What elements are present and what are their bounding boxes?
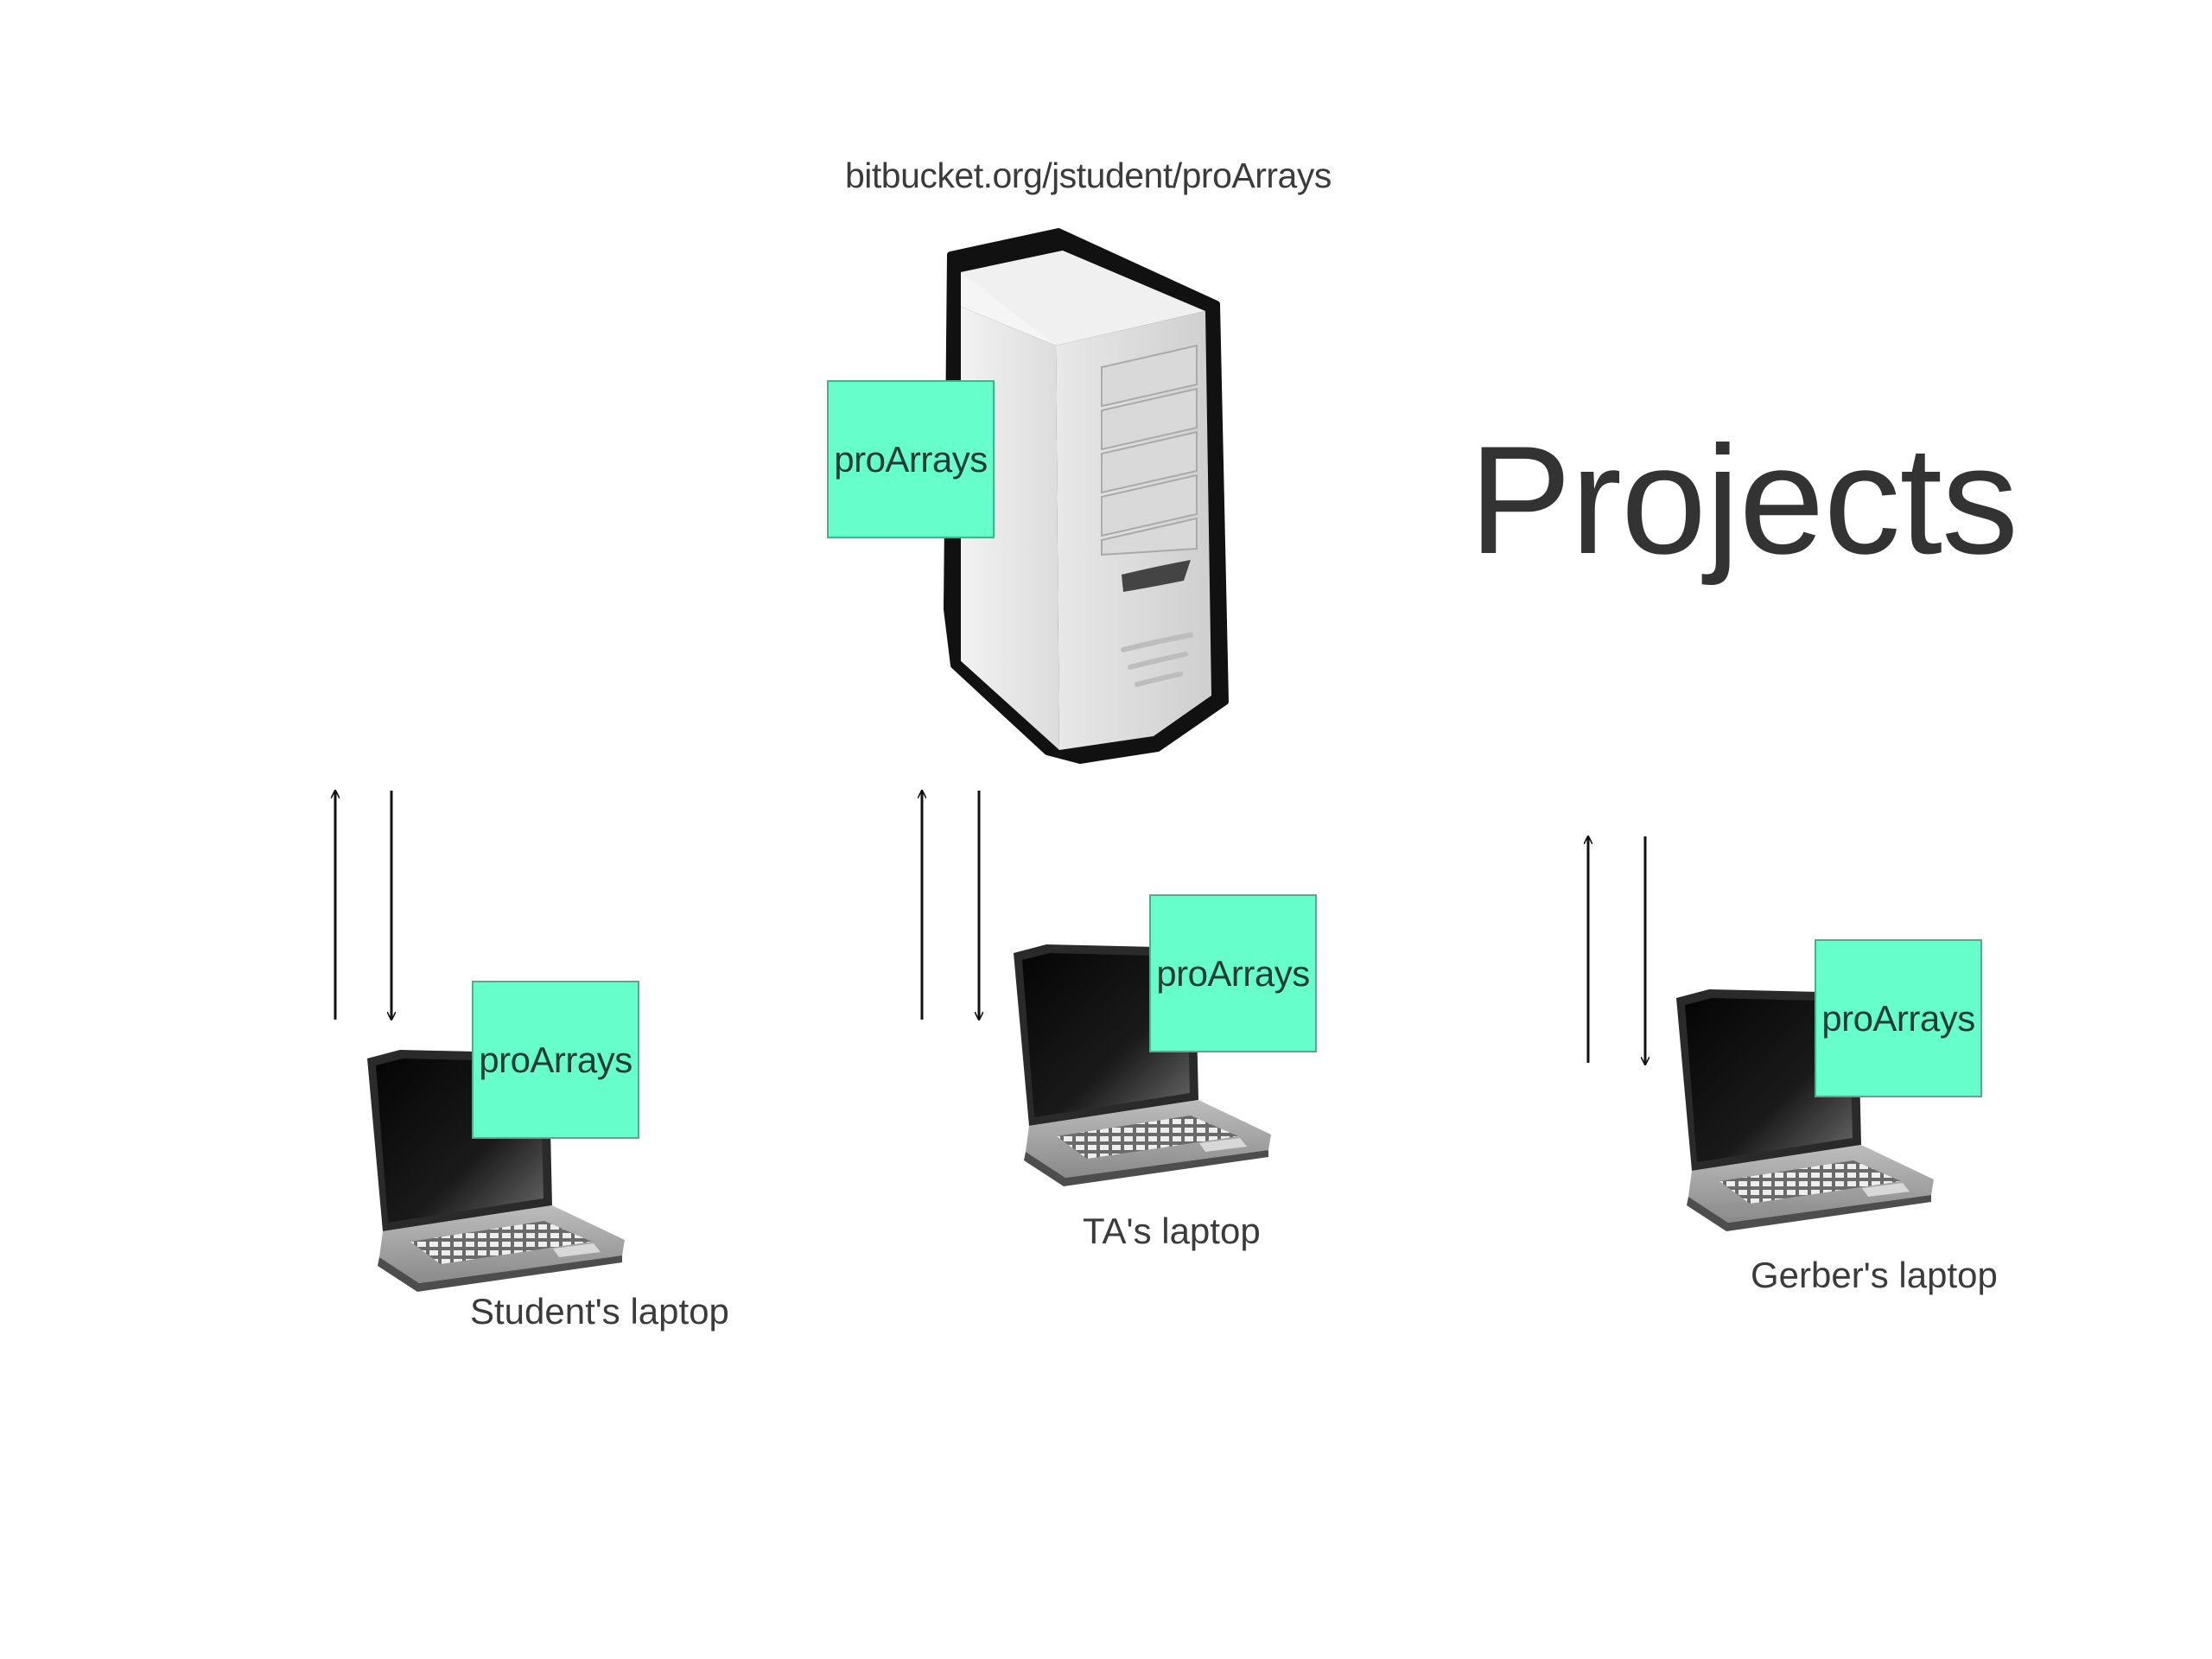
server-url-label: bitbucket.org/jstudent/proArrays [845,156,1332,195]
ta-repo-box: proArrays [1149,894,1317,1052]
gerber-laptop-label: Gerber's laptop [1751,1255,1998,1295]
student-laptop-label: Student's laptop [470,1291,729,1332]
gerber-repo-box: proArrays [1815,939,1982,1097]
ta-laptop-label: TA's laptop [1083,1211,1261,1251]
server-repo-box: proArrays [827,380,995,538]
student-repo-box: proArrays [472,981,639,1139]
slide-title: Projects [1469,414,2018,586]
